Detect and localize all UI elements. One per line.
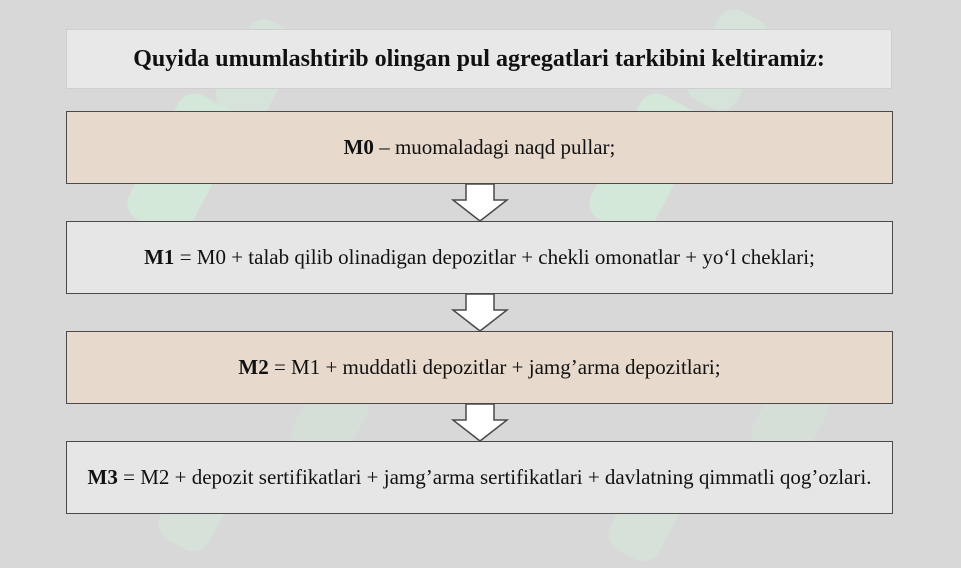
down-arrow-icon: [451, 403, 509, 442]
title-box: Quyida umumlashtirib olingan pul agregat…: [66, 29, 892, 89]
aggregate-text: M0 – muomaladagi naqd pullar;: [344, 135, 616, 160]
aggregate-code: M3: [87, 464, 118, 489]
aggregate-text: M2 = M1 + muddatli depozitlar + jamg’arm…: [238, 355, 720, 380]
aggregate-definition: = M0 + talab qilib olinadigan depozitlar…: [174, 244, 815, 269]
aggregate-code: M1: [144, 244, 175, 269]
aggregate-box-m0: M0 – muomaladagi naqd pullar;: [66, 111, 893, 184]
aggregate-definition: = M2 + depozit sertifikatlari + jamg’arm…: [117, 464, 872, 489]
aggregate-box-m3: M3 = M2 + depozit sertifikatlari + jamg’…: [66, 441, 893, 514]
aggregate-box-m2: M2 = M1 + muddatli depozitlar + jamg’arm…: [66, 331, 893, 404]
aggregate-definition: – muomaladagi naqd pullar;: [373, 134, 616, 159]
page-title: Quyida umumlashtirib olingan pul agregat…: [133, 45, 825, 72]
aggregate-definition: = M1 + muddatli depozitlar + jamg’arma d…: [268, 354, 721, 379]
aggregate-text: M1 = M0 + talab qilib olinadigan depozit…: [144, 245, 815, 270]
aggregate-code: M0: [343, 134, 374, 159]
down-arrow-icon: [451, 293, 509, 332]
aggregate-box-m1: M1 = M0 + talab qilib olinadigan depozit…: [66, 221, 893, 294]
aggregate-code: M2: [238, 354, 269, 379]
aggregate-text: M3 = M2 + depozit sertifikatlari + jamg’…: [88, 465, 872, 490]
down-arrow-icon: [451, 183, 509, 222]
